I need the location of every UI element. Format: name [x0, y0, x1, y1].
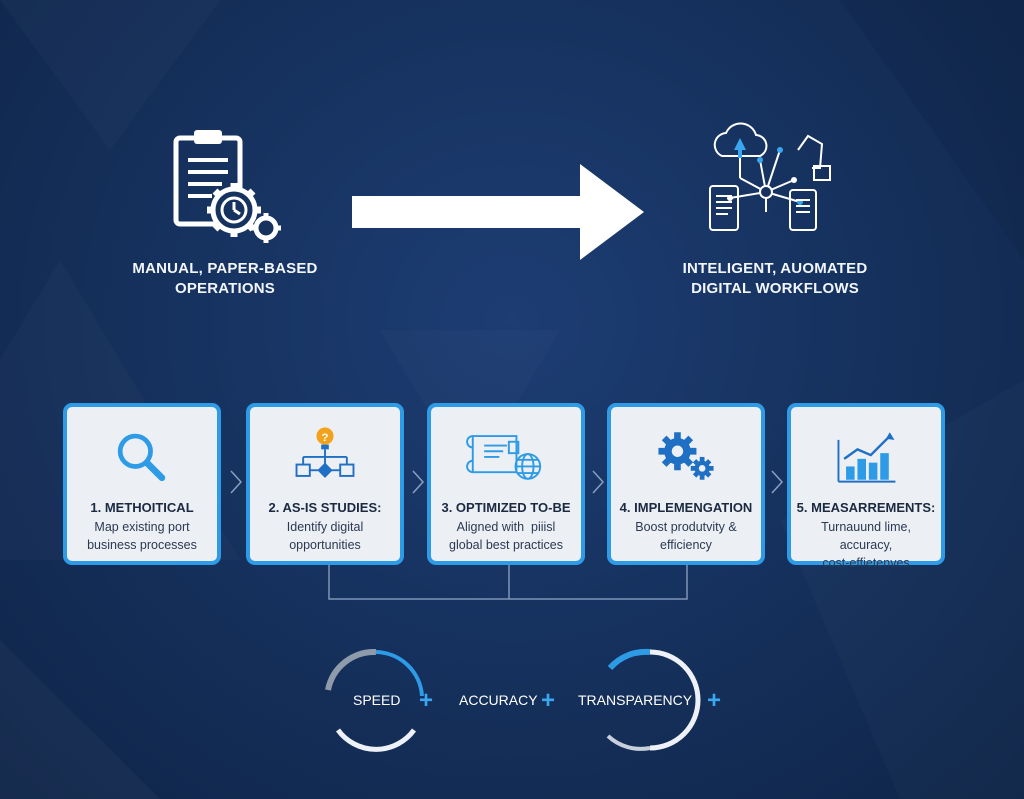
step-title: 2. AS-IS STUDIES: — [268, 500, 382, 515]
magnifier-icon — [117, 433, 166, 482]
step-description: Boost produtvity & efficiency — [617, 518, 755, 554]
chevron-right-icon — [230, 470, 243, 494]
step-desc-line-2: cost-effietenves — [822, 556, 910, 570]
step-desc-line-2: opportunities — [289, 538, 361, 552]
left-label-line-1: MANUAL, PAPER-BASED — [132, 260, 318, 277]
step-description: Map existing port business processes — [73, 518, 211, 554]
step-description: Turnauund lime, accuracy, cost-effietenv… — [797, 518, 935, 572]
step-card-1: 1. METHOITICAL Map existing port busines… — [63, 403, 221, 565]
step-title: 4. IMPLEMENGATION — [619, 500, 753, 515]
left-state-label: MANUAL, PAPER-BASED OPERATIONS — [110, 259, 340, 299]
blueprint-globe-icon — [466, 435, 542, 480]
right-state-label: INTELIGENT, AUOMATED DIGITAL WORKFLOWS — [660, 259, 890, 299]
step-desc-line-2: business processes — [87, 538, 197, 552]
svg-text:?: ? — [322, 432, 329, 444]
step-card-5: 5. MEASARREMENTS: Turnauund lime, accura… — [787, 403, 945, 570]
right-label-line-1: INTELIGENT, AUOMATED — [682, 260, 868, 277]
process-steps: 1. METHOITICAL Map existing port busines… — [63, 403, 953, 600]
metric-accuracy: ACCURACY — [459, 692, 538, 708]
right-label-line-2: DIGITAL WORKFLOWS — [691, 280, 859, 297]
bar-chart-trend-icon — [837, 432, 896, 483]
left-label-line-2: OPERATIONS — [174, 280, 276, 297]
plus-icon: + — [419, 687, 434, 714]
cloud-network-robot-icon — [709, 122, 831, 231]
step-desc-line-1: Identify digital — [286, 520, 364, 534]
clipboard-gears-icon — [173, 130, 281, 243]
step-card-2: ? 2. AS-IS STUDIES: Identify digital opp… — [246, 403, 404, 565]
gears-icon — [658, 432, 714, 480]
step-desc-line-1: Boost produtvity & — [635, 520, 737, 534]
step-card-4: 4. IMPLEMENGATION Boost produtvity & eff… — [607, 403, 765, 565]
plus-icon: + — [541, 687, 556, 714]
step-title: 3. OPTIMIZED TO-BE — [441, 500, 571, 515]
chevron-right-icon — [771, 470, 784, 494]
plus-icon: + — [707, 687, 722, 714]
metric-rings — [325, 648, 701, 752]
step-card-3: 3. OPTIMIZED TO-BE Aligned with piiisl g… — [427, 403, 585, 565]
step-desc-line-1: Aligned with piiisl — [456, 520, 556, 534]
step-description: Aligned with piiisl global best practice… — [437, 518, 575, 554]
chevron-right-icon — [412, 470, 425, 494]
metric-transparency: TRANSPARENCY — [578, 692, 693, 708]
transition-arrow-icon — [352, 164, 644, 260]
chevron-right-icon — [592, 470, 605, 494]
step-title: 1. METHOITICAL — [90, 500, 194, 515]
metric-speed: SPEED — [353, 692, 401, 708]
benefit-metrics: SPEED + ACCURACY + TRANSPARENCY + — [310, 640, 740, 760]
step-desc-line-1: Map existing port — [94, 520, 190, 534]
step-description: Identify digital opportunities — [256, 518, 394, 554]
step-desc-line-2: efficiency — [660, 538, 712, 552]
step-desc-line-1: Turnauund lime, accuracy, — [821, 520, 911, 552]
step-title: 5. MEASARREMENTS: — [796, 500, 936, 515]
step-desc-line-2: global best practices — [449, 538, 563, 552]
lightbulb-flowchart-icon: ? — [295, 427, 355, 478]
